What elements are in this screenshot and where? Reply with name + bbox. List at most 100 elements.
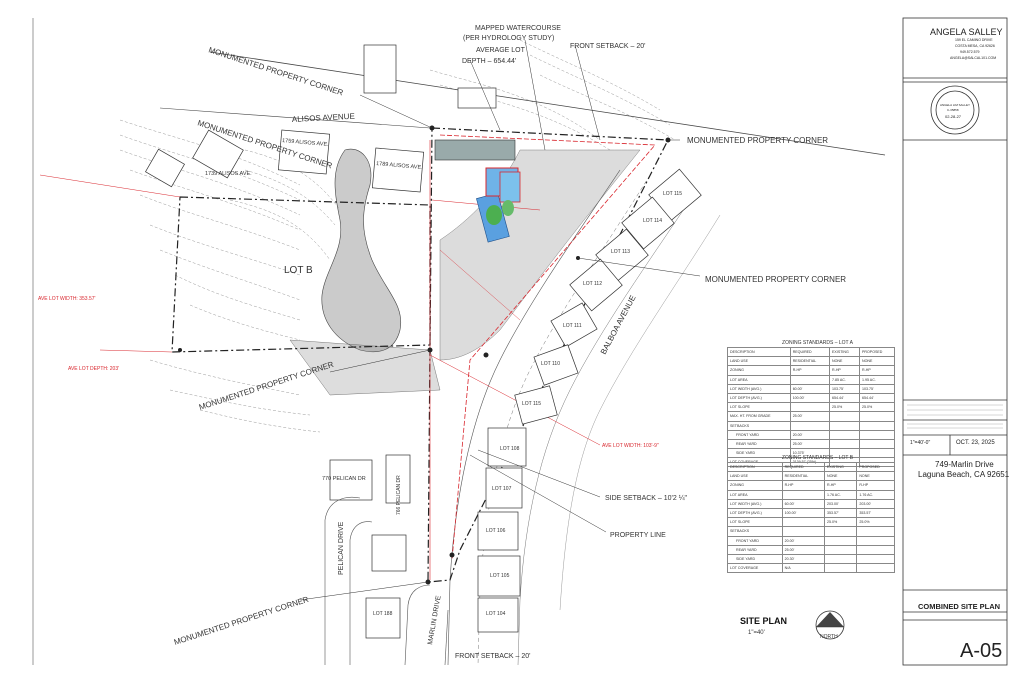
- front-setback-label: FRONT SETBACK – 20': [455, 653, 531, 660]
- lot-number: LOT 111: [563, 323, 582, 329]
- zoning-cell: LOT COVERAGE: [727, 563, 783, 574]
- zoning-row: LOT WIDTH (AVG.)60.00'103.75'103.75': [727, 383, 895, 394]
- zoning-cell: ZONING: [727, 365, 791, 376]
- monument-callout: MONUMENTED PROPERTY CORNER: [173, 595, 310, 647]
- street-balboa-label: BALBOA AVENUE: [599, 294, 638, 356]
- ave-lot-width-label: AVE LOT WIDTH: 103'-9": [602, 443, 659, 449]
- address-label: 1759 ALISOS AVE.: [282, 138, 329, 148]
- zoning-cell: 103.75': [829, 383, 861, 394]
- zoning-cell: 203.00': [856, 498, 895, 509]
- street-line: [159, 107, 431, 129]
- side-setback-label: SIDE SETBACK – 10'2 ¼": [605, 495, 688, 502]
- dimension-line: [39, 174, 181, 198]
- hydrology-label: (PER HYDROLOGY STUDY): [463, 35, 554, 42]
- property-line-label: PROPERTY LINE: [610, 532, 666, 539]
- lot-number: LOT 110: [541, 361, 560, 367]
- stamp-name: ANGELA LIM SALLEY: [940, 103, 971, 107]
- zoning-cell: 20.00': [789, 429, 831, 440]
- zoning-cell: [824, 535, 858, 546]
- zoning-cell: LOT SLOPE: [727, 402, 791, 413]
- title-block-frame: [902, 17, 1008, 666]
- zoning-cell: [781, 526, 826, 537]
- zoning-cell: FRONT YARD: [727, 429, 791, 440]
- zoning-cell: RESIDENTIAL: [789, 356, 831, 367]
- street-alisos-label: ALISOS AVENUE: [292, 112, 355, 124]
- zoning-b-title: ZONING STANDARDS – LOT B: [781, 455, 854, 461]
- zoning-cell: [789, 374, 831, 385]
- zoning-row: SETBACKS: [727, 526, 895, 537]
- zoning-row: LOT WIDTH (AVG.)60.00'203.00'203.00': [727, 498, 895, 509]
- zoning-cell: [824, 544, 858, 555]
- marlin-curve: [444, 609, 449, 666]
- zoning-cell: PROPOSED: [856, 461, 895, 473]
- zoning-cell: R-HP: [856, 480, 895, 491]
- lot-number: LOT 106: [486, 528, 506, 534]
- zoning-cell: 7.85 AC.: [829, 374, 861, 385]
- zoning-cell: 25.0%: [829, 402, 861, 413]
- lot-number: LOT 107: [492, 486, 512, 492]
- monument-callout: MONUMENTED PROPERTY CORNER: [207, 45, 344, 97]
- lot-b-label: LOT B: [284, 265, 313, 276]
- zoning-cell: SETBACKS: [727, 420, 791, 431]
- zoning-cell: LAND USE: [727, 356, 791, 367]
- zoning-cell: NONE: [859, 356, 895, 367]
- zoning-cell: [829, 411, 861, 422]
- zoning-cell: MAX. HT. FROM GRADE: [727, 411, 791, 422]
- zoning-cell: 20.30': [781, 553, 826, 565]
- ave-lot-width-label: AVE LOT WIDTH: 353.57': [38, 296, 96, 302]
- leader-lines: [299, 39, 701, 601]
- lot-number: LOT 104: [486, 611, 506, 617]
- zoning-cell: 100.00': [789, 392, 831, 404]
- zoning-cell: LOT AREA: [727, 489, 783, 500]
- zoning-cell: [824, 553, 858, 565]
- zoning-row: LOT DEPTH (AVG.)100.00'353.57'353.57': [727, 507, 895, 519]
- zoning-cell: PROPOSED: [859, 346, 895, 358]
- architect-phone: 949.572.579: [960, 50, 980, 54]
- zoning-cell: SIDE YARD: [727, 553, 783, 565]
- pelican-curve: [349, 521, 373, 665]
- zoning-cell: 203.00': [824, 498, 858, 509]
- zoning-row: SETBACKS: [727, 420, 895, 431]
- revision-rows: [907, 404, 1003, 429]
- zoning-cell: R-HP: [781, 480, 826, 491]
- zoning-cell: 1.95 AC.: [859, 374, 895, 385]
- zoning-cell: [859, 438, 895, 450]
- balboa-curve: [447, 169, 621, 666]
- zoning-cell: [859, 420, 895, 431]
- sheet-number: A-05: [960, 640, 1003, 662]
- zoning-cell: 1.76 AC.: [856, 489, 895, 500]
- zoning-cell: RESIDENTIAL: [781, 471, 826, 482]
- proposed-house: [434, 139, 521, 243]
- zoning-cell: DESCRIPTION: [727, 461, 783, 473]
- dimension-line: [439, 249, 521, 321]
- setback-line: [439, 134, 656, 561]
- balboa-curve: [559, 214, 721, 611]
- site-plan-title: SITE PLAN: [740, 616, 787, 626]
- monument-callout: MONUMENTED PROPERTY CORNER: [687, 136, 828, 145]
- zoning-cell: [824, 563, 858, 574]
- zoning-cell: 20.00': [781, 535, 826, 546]
- zoning-cell: REQUIRED: [781, 461, 826, 473]
- lot-number: LOT 108: [500, 446, 520, 452]
- watercourse-label: MAPPED WATERCOURSE: [475, 25, 561, 32]
- zoning-cell: ZONING: [727, 480, 783, 491]
- zoning-cell: REAR YARD: [727, 438, 791, 450]
- lot-number: LOT 105: [490, 573, 510, 579]
- watercourse-area: [321, 148, 402, 353]
- street-marlin-label: MARLIN DRIVE: [427, 595, 443, 646]
- zoning-cell: 353.57': [856, 507, 895, 519]
- address-label: 766 PELICAN DR: [396, 475, 402, 515]
- zoning-cell: [859, 429, 895, 440]
- zoning-cell: LOT DEPTH (AVG.): [727, 507, 783, 519]
- street-line: [209, 51, 886, 156]
- zoning-cell: [829, 438, 861, 450]
- zoning-cell: [789, 402, 831, 413]
